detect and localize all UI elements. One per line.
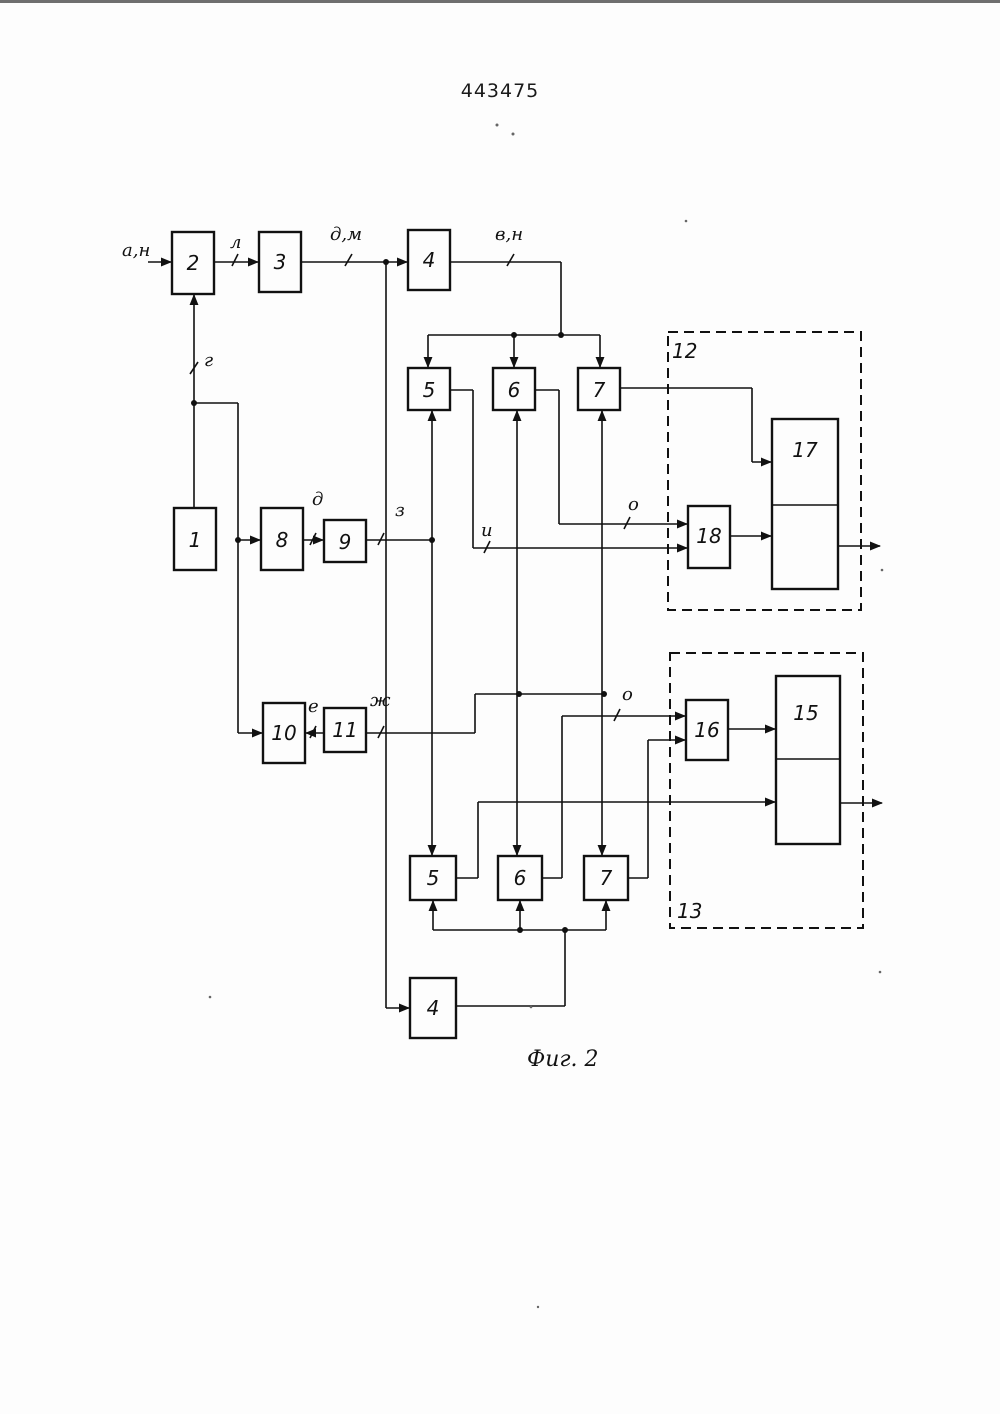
figure-caption: Фиг. 2 — [527, 1047, 599, 1072]
tick — [614, 709, 620, 721]
block-16-label: 16 — [694, 718, 719, 742]
block-5-top-label: 5 — [423, 378, 436, 402]
block-4-top-label: 4 — [423, 248, 436, 272]
scan-speck — [881, 569, 884, 572]
unit-13-outline — [670, 653, 863, 928]
block-11-label: 11 — [332, 718, 357, 742]
block-15-label: 15 — [793, 701, 818, 725]
tick — [378, 533, 384, 545]
tick — [310, 726, 316, 738]
scan-speck — [530, 1006, 533, 1009]
block-9-label: 9 — [339, 530, 352, 554]
signal-g: г — [204, 350, 213, 371]
block-6-bottom-label: 6 — [514, 866, 527, 890]
scan-speck — [685, 220, 688, 223]
unit-12-label: 12 — [672, 339, 697, 363]
signal-l: л — [230, 232, 241, 253]
scan-speck — [537, 1306, 539, 1308]
tick — [232, 254, 238, 266]
block-4-bottom-label: 4 — [427, 996, 440, 1020]
signal-z: з — [395, 500, 405, 521]
signal-i: и — [481, 520, 493, 541]
block-18-label: 18 — [696, 524, 721, 548]
tick — [310, 533, 316, 545]
signal-o-top: о — [628, 494, 639, 515]
block-3-label: 3 — [274, 250, 287, 274]
signal-d: д — [312, 489, 323, 510]
tick — [378, 726, 384, 738]
unit-13-label: 13 — [677, 899, 702, 923]
block-2-label: 2 — [187, 251, 200, 275]
signal-e: е — [308, 696, 319, 717]
signal-zh: ж — [370, 690, 391, 711]
block-17-label: 17 — [792, 438, 818, 462]
signal-v-n: в,н — [495, 224, 523, 245]
tick — [624, 517, 630, 529]
signal-a-n: а,н — [122, 240, 150, 261]
scan-speck — [496, 124, 499, 127]
signal-d-m: д,м — [330, 224, 362, 245]
junction — [511, 332, 517, 338]
junction — [562, 927, 568, 933]
scan-speck — [209, 996, 212, 999]
tick — [484, 541, 490, 553]
block-7-top-label: 7 — [593, 378, 606, 402]
scan-speck — [879, 971, 882, 974]
signal-o-bottom: о — [622, 684, 633, 705]
scan-speck — [512, 133, 515, 136]
block-8-label: 8 — [276, 528, 289, 552]
tick — [507, 254, 514, 266]
junction — [558, 332, 564, 338]
block-7-bottom-label: 7 — [600, 866, 613, 890]
block-1-label: 1 — [189, 528, 202, 552]
block-10-label: 10 — [271, 721, 296, 745]
tick — [345, 254, 352, 266]
block-5-bottom-label: 5 — [427, 866, 440, 890]
block-6-top-label: 6 — [508, 378, 521, 402]
